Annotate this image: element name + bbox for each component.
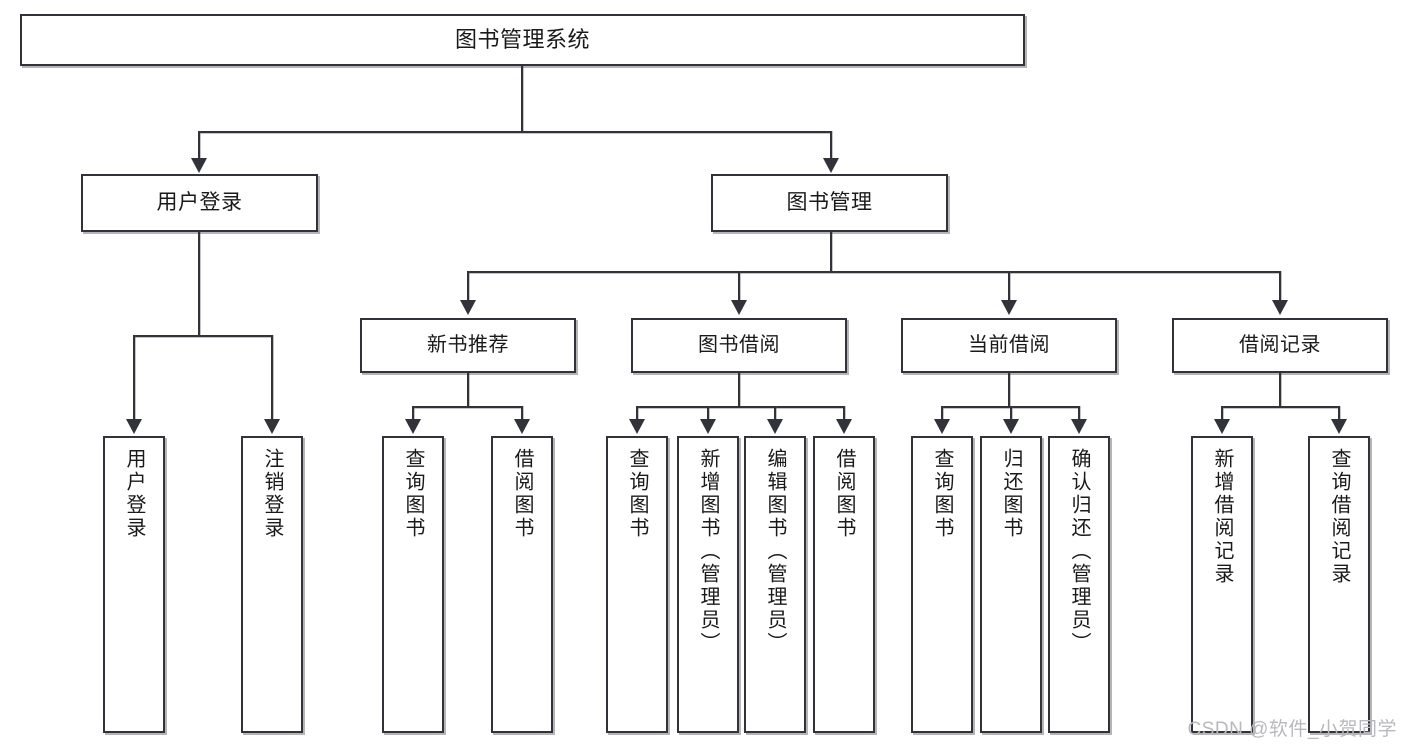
node-label: 当前借阅 xyxy=(968,333,1050,356)
leaf-book-borrow-edit-book-admin[interactable]: 编辑图书（管理员） xyxy=(744,436,806,733)
node-label: 用户登录 xyxy=(123,448,145,540)
connector-new-book-child-2 xyxy=(521,406,523,420)
connector-new-book-child-1 xyxy=(412,406,414,420)
node-label: 查询图书 xyxy=(626,448,648,540)
node-label: 图书借阅 xyxy=(698,333,780,356)
leaf-new-book-query-books[interactable]: 查询图书 xyxy=(382,436,444,733)
arrowhead-book-borrow-child-2 xyxy=(700,419,716,434)
node-label: 注销登录 xyxy=(261,448,283,540)
connector-book-borrow-stem xyxy=(738,373,740,407)
connector-book-management-child-2 xyxy=(738,271,740,301)
connector-new-book-stem xyxy=(467,373,469,407)
connector-book-management-child-1 xyxy=(467,271,469,301)
node-book-management[interactable]: 图书管理 xyxy=(711,174,948,232)
connector-new-book-bar xyxy=(412,406,522,408)
connector-current-borrow-child-3 xyxy=(1078,406,1080,420)
connector-user-login-stem xyxy=(198,232,200,336)
connector-book-borrow-child-3 xyxy=(774,406,776,420)
connector-current-borrow-child-2 xyxy=(1010,406,1012,420)
node-label: 图书管理系统 xyxy=(454,27,590,53)
connector-book-management-child-3 xyxy=(1008,271,1010,301)
leaf-current-borrow-return-books[interactable]: 归还图书 xyxy=(980,436,1042,733)
node-label: 编辑图书（管理员） xyxy=(764,448,786,655)
connector-book-management-bar xyxy=(467,271,1280,273)
connector-borrow-record-stem xyxy=(1279,373,1281,407)
arrowhead-book-management-child-3 xyxy=(1001,300,1017,315)
connector-book-borrow-child-1 xyxy=(636,406,638,420)
connector-borrow-record-child-2 xyxy=(1338,406,1340,420)
arrowhead-current-borrow-child-2 xyxy=(1003,419,1019,434)
arrowhead-book-management-child-1 xyxy=(460,300,476,315)
leaf-book-borrow-add-book-admin[interactable]: 新增图书（管理员） xyxy=(677,436,739,733)
connector-user-login-bar xyxy=(133,335,273,337)
leaf-user-login-logout[interactable]: 注销登录 xyxy=(241,436,303,733)
connector-book-borrow-child-2 xyxy=(707,406,709,420)
node-label: 图书管理 xyxy=(786,190,873,214)
arrowhead-book-borrow-child-1 xyxy=(629,419,645,434)
connector-root-to-user-login xyxy=(198,131,200,159)
leaf-new-book-borrow-books[interactable]: 借阅图书 xyxy=(491,436,553,733)
node-label: 归还图书 xyxy=(1000,448,1022,540)
node-user-login[interactable]: 用户登录 xyxy=(81,174,318,232)
connector-root-bar xyxy=(198,131,831,133)
connector-book-management-stem xyxy=(830,232,832,272)
leaf-borrow-record-query-record[interactable]: 查询借阅记录 xyxy=(1308,436,1370,733)
node-label: 查询图书 xyxy=(402,448,424,540)
node-label: 新增借阅记录 xyxy=(1211,448,1233,586)
arrowhead-book-borrow-child-4 xyxy=(836,419,852,434)
node-label: 用户登录 xyxy=(156,190,243,214)
connector-book-borrow-child-4 xyxy=(843,406,845,420)
watermark: CSDN @软件_小贺同学 xyxy=(1187,719,1397,740)
leaf-book-borrow-borrow-books[interactable]: 借阅图书 xyxy=(813,436,875,733)
connector-book-management-child-4 xyxy=(1279,271,1281,301)
arrowhead-root-to-book-management xyxy=(823,158,839,173)
arrowhead-root-to-user-login xyxy=(191,158,207,173)
connector-user-login-child-2 xyxy=(271,335,273,420)
connector-borrow-record-child-1 xyxy=(1221,406,1223,420)
arrowhead-borrow-record-child-1 xyxy=(1214,419,1230,434)
leaf-user-login-login[interactable]: 用户登录 xyxy=(103,436,165,733)
arrowhead-user-login-child-2 xyxy=(264,419,280,434)
node-current-borrow[interactable]: 当前借阅 xyxy=(901,318,1117,373)
node-root-book-management-system[interactable]: 图书管理系统 xyxy=(20,14,1025,66)
arrowhead-new-book-child-2 xyxy=(514,419,530,434)
arrowhead-book-borrow-child-3 xyxy=(767,419,783,434)
arrowhead-book-management-child-4 xyxy=(1272,300,1288,315)
connector-current-borrow-child-1 xyxy=(941,406,943,420)
node-label: 借阅记录 xyxy=(1239,333,1321,356)
node-label: 借阅图书 xyxy=(833,448,855,540)
node-book-borrow[interactable]: 图书借阅 xyxy=(631,318,847,373)
node-borrow-record[interactable]: 借阅记录 xyxy=(1172,318,1388,373)
leaf-book-borrow-query-books[interactable]: 查询图书 xyxy=(606,436,668,733)
arrowhead-borrow-record-child-2 xyxy=(1331,419,1347,434)
leaf-borrow-record-add-record[interactable]: 新增借阅记录 xyxy=(1191,436,1253,733)
connector-borrow-record-bar xyxy=(1221,406,1338,408)
connector-user-login-child-1 xyxy=(133,335,135,420)
node-label: 查询借阅记录 xyxy=(1328,448,1350,586)
node-new-book-recommend[interactable]: 新书推荐 xyxy=(360,318,576,373)
connector-book-borrow-bar xyxy=(636,406,844,408)
leaf-current-borrow-confirm-return-admin[interactable]: 确认归还（管理员） xyxy=(1048,436,1110,733)
connector-current-borrow-stem xyxy=(1008,373,1010,407)
arrowhead-new-book-child-1 xyxy=(405,419,421,434)
node-label: 借阅图书 xyxy=(511,448,533,540)
arrowhead-current-borrow-child-3 xyxy=(1071,419,1087,434)
node-label: 新书推荐 xyxy=(427,333,509,356)
node-label: 确认归还（管理员） xyxy=(1068,448,1090,655)
leaf-current-borrow-query-books[interactable]: 查询图书 xyxy=(911,436,973,733)
node-label: 新增图书（管理员） xyxy=(697,448,719,655)
connector-root-stem xyxy=(521,66,523,132)
connector-root-to-book-management xyxy=(830,131,832,159)
arrowhead-current-borrow-child-1 xyxy=(934,419,950,434)
arrowhead-user-login-child-1 xyxy=(126,419,142,434)
arrowhead-book-management-child-2 xyxy=(731,300,747,315)
connector-current-borrow-bar xyxy=(941,406,1078,408)
node-label: 查询图书 xyxy=(931,448,953,540)
